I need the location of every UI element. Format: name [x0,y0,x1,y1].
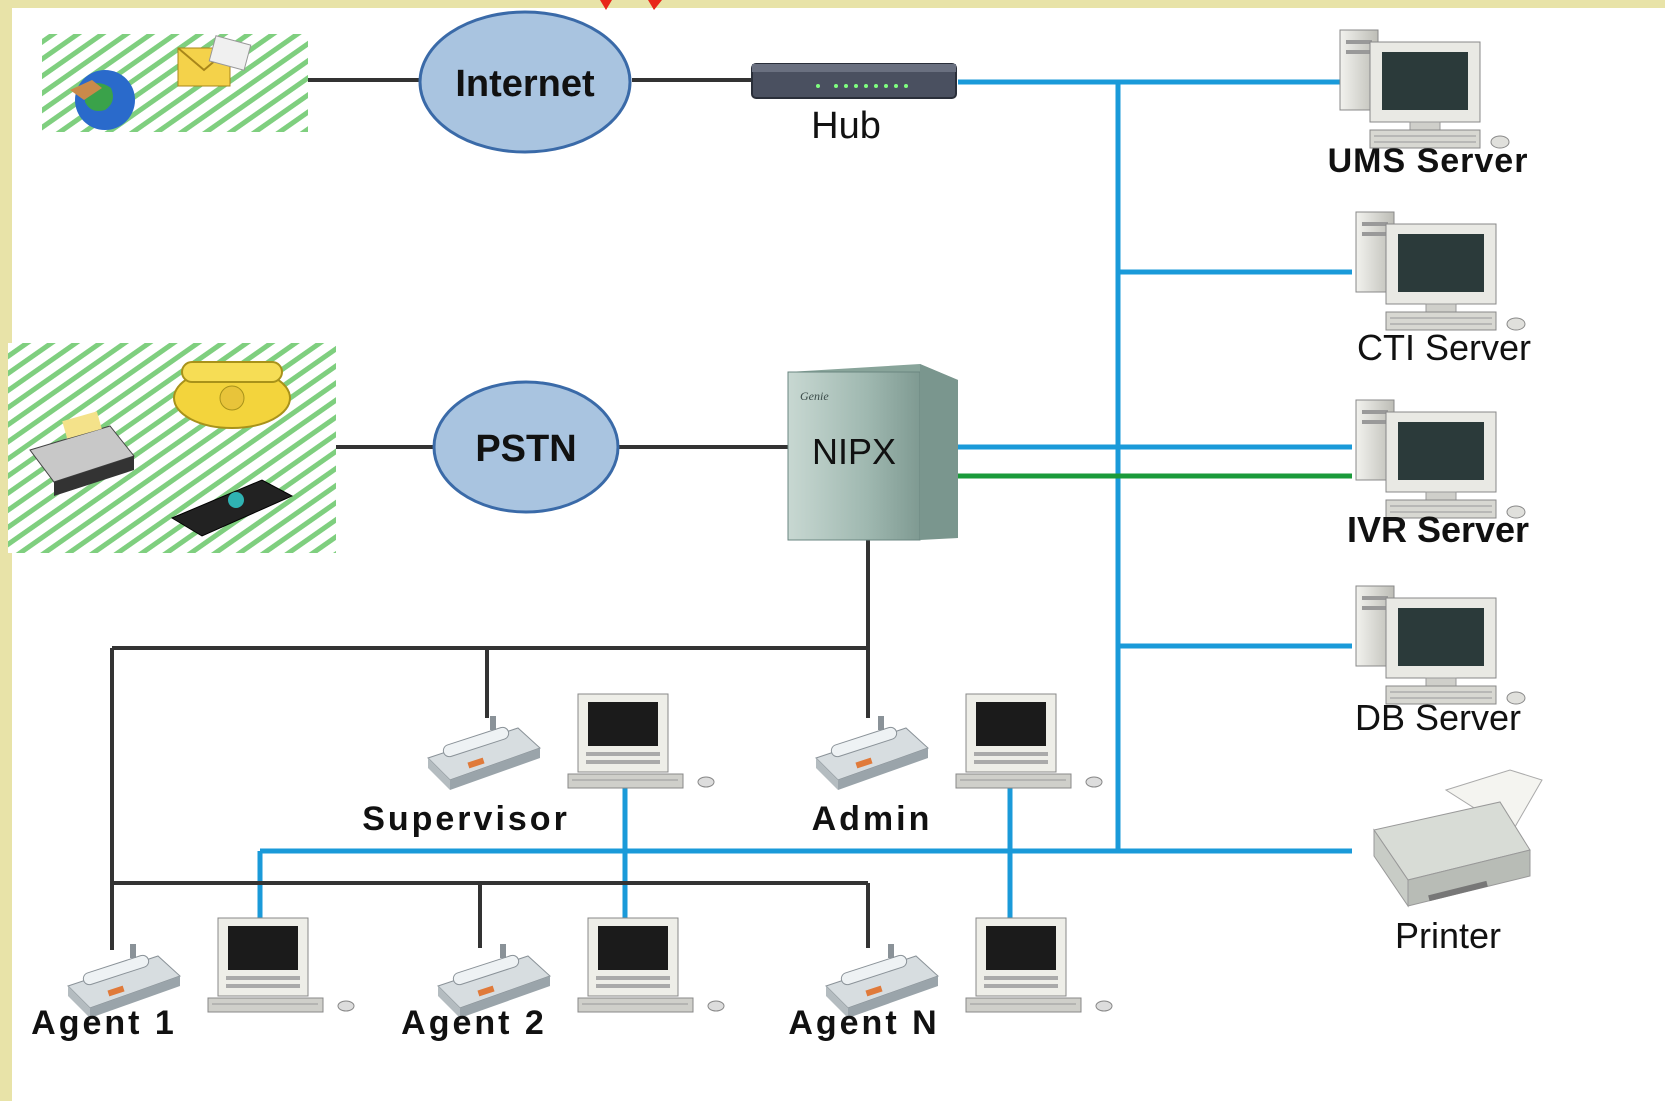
inkjet-printer-icon [1373,769,1543,908]
nipx-label: NIPX [812,431,896,472]
fax-icon [29,411,135,496]
ums-server: UMS Server [1328,29,1529,180]
network-hub-icon [751,63,957,99]
phone-lines [110,78,870,950]
email-icon [177,35,252,87]
desktop-computer-icon [1355,211,1526,331]
desktop-computer-icon [577,917,725,1013]
desktop-computer-icon [965,917,1113,1013]
ums-server-label: UMS Server [1328,142,1529,180]
cti-server-label: CTI Server [1357,327,1531,368]
lan-lines [257,79,1352,918]
desk-phone-icon [427,715,541,791]
pstn-cloud: PSTN [432,380,620,514]
desktop-computer-icon [1355,585,1526,705]
pstn-icon-group [8,343,336,553]
ivr-server: IVR Server [1347,399,1529,550]
telephone-icon [173,361,291,429]
desktop-computer-icon [955,693,1103,789]
internet-label: Internet [455,63,595,105]
desktop-computer-icon [567,693,715,789]
internet-icon-group [42,34,308,132]
admin-label: Admin [812,800,933,838]
desk-phone-icon [815,715,929,791]
agent1-label: Agent 1 [31,1004,177,1042]
internet-cloud: Internet [418,10,632,154]
server-tower-icon: Genie NIPX [787,364,958,541]
ivr-server-label: IVR Server [1347,509,1529,550]
agentn-label: Agent N [788,1004,939,1042]
desktop-computer-icon [1355,399,1526,519]
cti-server: CTI Server [1355,211,1531,368]
db-server-label: DB Server [1355,697,1521,738]
hub-label: Hub [811,105,881,147]
globe-icon [70,70,135,130]
supervisor-label: Supervisor [362,800,570,838]
agent2-label: Agent 2 [401,1004,547,1042]
desktop-computer-icon [207,917,355,1013]
printer-label: Printer [1395,915,1501,956]
desktop-computer-icon [1339,29,1510,149]
modem-icon [170,479,294,537]
svg-text:Genie: Genie [800,389,829,403]
pstn-label: PSTN [475,428,576,470]
db-server: DB Server [1355,585,1526,738]
